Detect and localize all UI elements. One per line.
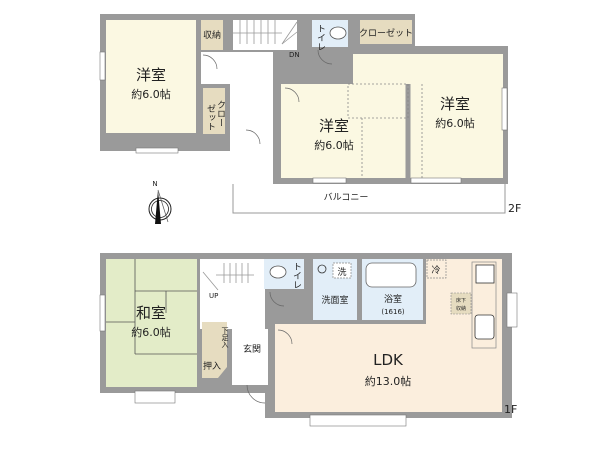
washroom-label: 洗面室 [321, 294, 348, 306]
storage-2f [201, 20, 223, 50]
room-label: 洋室 [440, 95, 470, 113]
window-bay [309, 414, 407, 427]
stair-treads-2f [233, 20, 298, 45]
door-swing [277, 329, 293, 345]
entrance [232, 329, 268, 385]
closet-label: 押入 [203, 360, 221, 372]
stairs-direction-1f: UP [209, 292, 218, 300]
hall-2f-lower [230, 84, 273, 184]
compass: N [148, 180, 172, 224]
toilet-bowl-icon [329, 26, 347, 40]
tatami-lines [106, 259, 197, 355]
balcony-label: バルコニー [324, 192, 369, 203]
toilet-label: トイレ [291, 262, 302, 289]
room-ldk [275, 324, 502, 412]
closet-2f-left [203, 88, 225, 134]
bathroom-size: (1616) [381, 308, 405, 316]
window [312, 177, 347, 184]
hall-2f [201, 52, 273, 84]
door-swing [202, 54, 218, 70]
window [410, 177, 462, 184]
closet-label-line2: クロー [215, 100, 225, 127]
door-swing [269, 291, 285, 307]
toilet-label: トイレ [315, 24, 326, 51]
window [135, 147, 179, 154]
laundry-space [332, 262, 352, 279]
room-label: 和室 [136, 304, 166, 322]
door-swing [246, 384, 266, 404]
door-swing [317, 49, 333, 65]
window [501, 87, 508, 131]
floor-2f: DN 洋室 約6.0帖 洋室 約6.0帖 洋室 約6.0帖 [99, 14, 521, 215]
fridge-space [426, 259, 447, 279]
door-swing [284, 87, 300, 103]
room-japanese [106, 259, 197, 387]
stove-icon [475, 264, 495, 284]
room-size: 約6.0帖 [131, 87, 171, 101]
kitchen-sink-icon [474, 314, 495, 340]
entrance-label: 玄関 [243, 343, 261, 355]
closet-label: クローゼット [359, 27, 413, 39]
room-label: LDK [373, 351, 404, 369]
sink-icon [317, 264, 327, 274]
fridge-label: 冷 [431, 264, 440, 276]
bathtub-icon [365, 262, 417, 288]
north-label: N [152, 180, 157, 188]
bathroom-label: 浴室 [384, 293, 402, 305]
floor-label-1f: 1F [504, 403, 517, 416]
underfloor-storage [450, 292, 472, 315]
toilet-bowl-icon [269, 265, 287, 279]
loft-ladder-outline [347, 83, 409, 119]
room-size: 約6.0帖 [435, 116, 475, 130]
shoe-storage-label: 下足入 [221, 327, 229, 348]
room-size: 約6.0帖 [131, 325, 171, 339]
floor-1f: UP トイレ 洗 洗面室 浴室 (1616) 冷 床下 収納 LDK 約13.0… [99, 253, 518, 427]
svg-text:収納: 収納 [456, 305, 466, 312]
window [99, 51, 106, 81]
room-2f-west [106, 20, 196, 133]
door-swing [245, 129, 261, 145]
compass-needle-icon [155, 190, 161, 224]
svg-text:床下: 床下 [456, 297, 466, 304]
closet-label-line1: ゼット [205, 104, 216, 131]
room-label: 洋室 [319, 117, 349, 135]
window [99, 294, 106, 332]
laundry-label: 洗 [337, 266, 346, 278]
closet-1f [202, 322, 227, 378]
room-label: 洋室 [136, 66, 166, 84]
closet-2f-top [360, 20, 412, 44]
window-bay [134, 390, 176, 404]
stairs-direction-2f: DN [289, 51, 300, 59]
room-size: 約6.0帖 [314, 138, 354, 152]
window [506, 292, 518, 328]
stairs-2f [233, 20, 297, 50]
stairs-1f [203, 262, 253, 290]
floor-label-2f: 2F [508, 202, 521, 215]
room-size: 約13.0帖 [365, 374, 412, 388]
storage-label: 収納 [203, 29, 221, 41]
